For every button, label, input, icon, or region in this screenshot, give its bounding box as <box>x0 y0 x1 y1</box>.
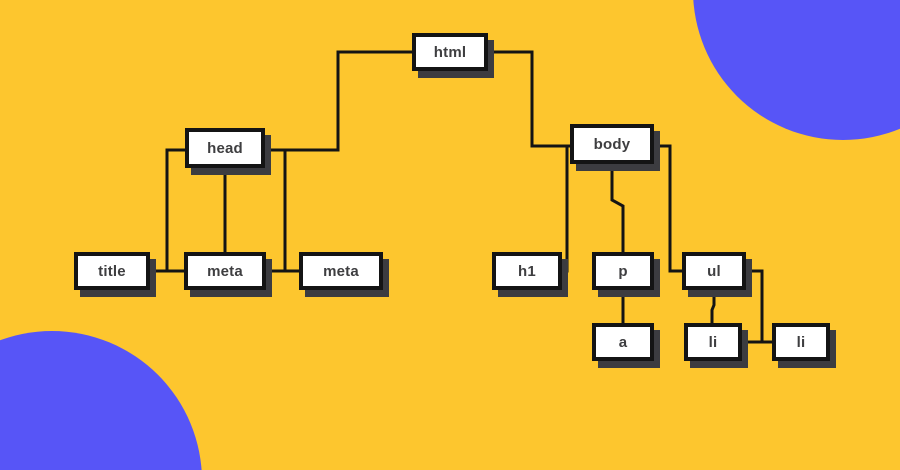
node-label: p <box>618 262 628 280</box>
node-label: head <box>207 139 243 157</box>
edge-ul-to-li2 <box>744 269 774 344</box>
node-li2[interactable]: li <box>772 323 830 361</box>
node-a[interactable]: a <box>592 323 654 361</box>
edge-ul-to-li1 <box>710 288 716 325</box>
node-html[interactable]: html <box>412 33 488 71</box>
node-p[interactable]: p <box>592 252 654 290</box>
edge-body-to-h1 <box>560 144 572 273</box>
node-meta1[interactable]: meta <box>184 252 266 290</box>
node-label: li <box>796 333 806 351</box>
node-ul[interactable]: ul <box>682 252 746 290</box>
node-body[interactable]: body <box>570 124 654 164</box>
edge-head-to-title <box>148 148 187 273</box>
node-meta2[interactable]: meta <box>299 252 383 290</box>
node-title[interactable]: title <box>74 252 150 290</box>
node-label: h1 <box>518 262 536 280</box>
edge-html-to-head <box>263 50 414 152</box>
node-label: title <box>98 262 126 280</box>
node-label: body <box>593 135 631 153</box>
node-label: ul <box>707 262 721 280</box>
node-label: html <box>433 43 467 61</box>
node-label: a <box>618 333 628 351</box>
node-label: meta <box>323 262 359 280</box>
edge-head-to-meta2 <box>263 148 301 273</box>
node-label: li <box>708 333 718 351</box>
node-head[interactable]: head <box>185 128 265 168</box>
edge-body-to-ul <box>652 144 684 273</box>
node-h1[interactable]: h1 <box>492 252 562 290</box>
edge-html-to-body <box>486 50 572 148</box>
node-li1[interactable]: li <box>684 323 742 361</box>
node-label: meta <box>207 262 243 280</box>
edge-body-to-p <box>610 162 625 254</box>
